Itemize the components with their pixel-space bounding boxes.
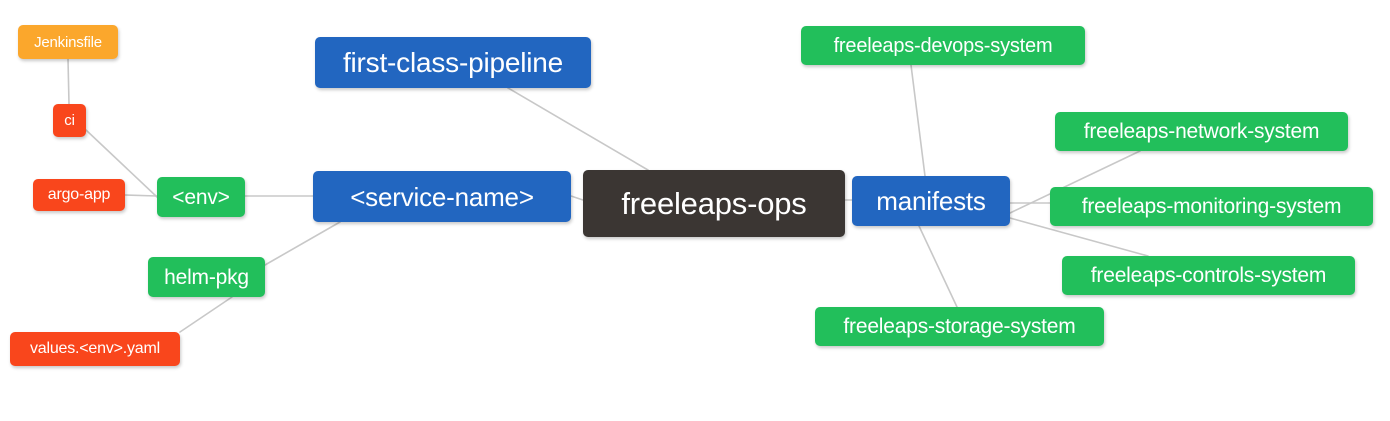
mindmap-node-freeleaps-network-system[interactable]: freeleaps-network-system <box>1055 112 1348 151</box>
mindmap-node-values-env-yaml[interactable]: values.<env>.yaml <box>10 332 180 366</box>
edge-helm-pkg-to-service-name <box>264 221 341 266</box>
edge-manifests-to-freeleaps-devops-system <box>910 64 926 177</box>
mindmap-node-freeleaps-controls-system[interactable]: freeleaps-controls-system <box>1062 256 1355 295</box>
edge-first-class-pipeline-to-freeleaps-ops <box>507 87 649 171</box>
mindmap-node-first-class-pipeline[interactable]: first-class-pipeline <box>315 37 591 88</box>
edge-manifests-to-freeleaps-storage-system <box>918 225 958 308</box>
mindmap-node-freeleaps-storage-system[interactable]: freeleaps-storage-system <box>815 307 1104 346</box>
mindmap-node-freeleaps-monitoring-system[interactable]: freeleaps-monitoring-system <box>1050 187 1373 226</box>
edge-values-env-yaml-to-helm-pkg <box>179 296 233 333</box>
mindmap-node-service-name[interactable]: <service-name> <box>313 171 571 222</box>
mindmap-node-argo-app[interactable]: argo-app <box>33 179 125 211</box>
mindmap-node-env[interactable]: <env> <box>157 177 245 217</box>
mindmap-node-ci[interactable]: ci <box>53 104 86 137</box>
mindmap-node-jenkinsfile[interactable]: Jenkinsfile <box>18 25 118 59</box>
mindmap-node-freeleaps-devops-system[interactable]: freeleaps-devops-system <box>801 26 1085 65</box>
mindmap-node-manifests[interactable]: manifests <box>852 176 1010 226</box>
edge-jenkinsfile-to-ci <box>67 58 70 105</box>
mindmap-node-freeleaps-ops[interactable]: freeleaps-ops <box>583 170 845 237</box>
mindmap-node-helm-pkg[interactable]: helm-pkg <box>148 257 265 297</box>
edge-argo-app-to-env <box>124 194 158 197</box>
edge-service-name-to-freeleaps-ops <box>570 195 584 201</box>
